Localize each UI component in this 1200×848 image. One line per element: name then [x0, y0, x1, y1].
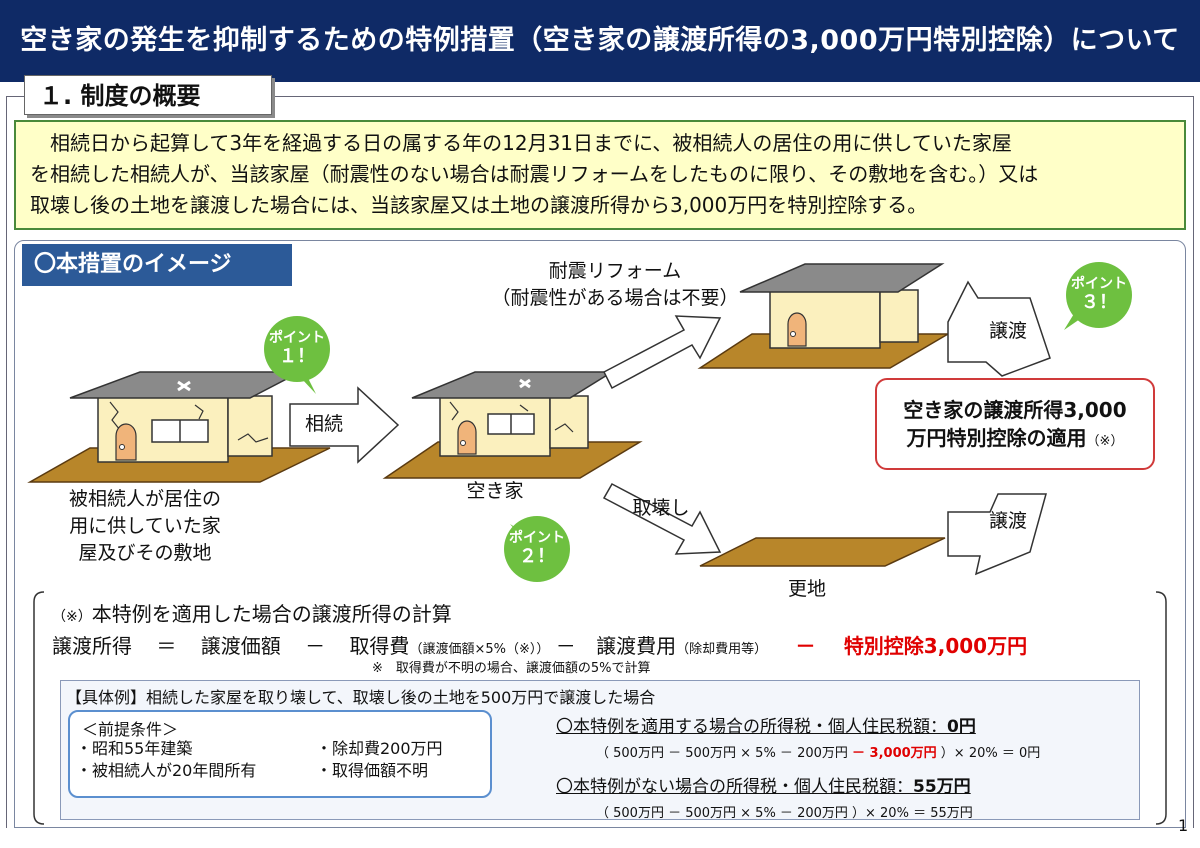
vacant-land-label: 更地	[787, 578, 826, 600]
image-section-heading: 〇本措置のイメージ	[22, 244, 292, 286]
page-number: 1	[1178, 816, 1189, 835]
summary-line-3: 取壊し後の土地を譲渡した場合には、当該家屋又は土地の譲渡所得から3,000万円を…	[30, 193, 928, 217]
badge-number: ３！	[1081, 292, 1117, 313]
premise-box	[68, 710, 492, 798]
premise-title: ＜前提条件＞	[82, 720, 179, 739]
calculation-title: （※）本特例を適用した場合の譲渡所得の計算	[52, 602, 452, 626]
with-special-case-calc: （ 500万円 － 500万円 × 5% － 200万円 － 3,000万円 ）…	[596, 746, 1041, 761]
arrow-inherit-label: 相続	[304, 413, 343, 435]
summary-box: 相続日から起算して3年を経過する日の属する年の12月31日までに、被相続人の居住…	[14, 120, 1186, 230]
without-special-case-title: 〇本特例がない場合の所得税・個人住民税額：55万円	[556, 777, 971, 797]
with-special-case-amount: 0円	[947, 717, 976, 737]
term-acquisition-cost: 取得費	[349, 634, 410, 658]
premise-left-list: ・昭和55年建築 ・被相続人が20年間所有	[76, 738, 256, 782]
minus-sign: －	[305, 634, 326, 658]
house1-roof-x	[177, 380, 191, 392]
minus-sign: －	[555, 634, 576, 658]
without-special-case-amount: 55万円	[913, 777, 971, 797]
house3-roof	[739, 263, 945, 293]
house2-roof-x	[519, 378, 531, 389]
with-special-case-title: 〇本特例を適用する場合の所得税・個人住民税額：0円	[556, 717, 976, 737]
summary-line-2: を相続した相続人が、当該家屋（耐震性のない場合は耐震リフォームをしたものに限り、…	[30, 162, 1039, 186]
badge-text: ポイント	[1071, 276, 1127, 292]
inherited-house-icon	[27, 371, 331, 483]
transfer-arrow-bottom	[947, 493, 1047, 576]
vacant-house-icon	[382, 371, 643, 479]
house3-door	[787, 312, 807, 347]
result-note: （※）	[1086, 434, 1124, 449]
house1-crack	[109, 401, 269, 443]
point-badge-1: ポイント １！	[264, 316, 330, 382]
premise-item: ・昭和55年建築	[76, 739, 193, 758]
transfer-expense-note: （除却費用等）	[676, 642, 768, 657]
house1-wall-side	[227, 395, 273, 457]
house1-label-line: 屋及びその敷地	[78, 542, 212, 564]
term-transfer-price: 譲渡価額	[200, 634, 281, 658]
reformed-house-icon	[697, 263, 951, 369]
reform-label: 耐震リフォーム （耐震性がある場合は不要）	[470, 258, 760, 312]
premise-item: ・除却費200万円	[316, 739, 443, 758]
transfer-bottom-label: 譲渡	[988, 510, 1027, 532]
summary-line-1: 相続日から起算して3年を経過する日の属する年の12月31日までに、被相続人の居住…	[50, 131, 1012, 155]
point-badge-2: ポイント ２！	[504, 516, 570, 582]
section-frame-right	[1193, 96, 1194, 828]
without-special-case-calc: （ 500万円 － 500万円 × 5% － 200万円 ）× 20% ＝ 55…	[596, 806, 973, 821]
house2-wall-side	[549, 395, 589, 449]
calculation-footnote: ※ 取得費が不明の場合、譲渡価額の5%で計算	[372, 661, 651, 676]
calculation-formula: 譲渡所得 ＝ 譲渡価額 － 取得費（譲渡価額×5%（※）） － 譲渡費用（除却費…	[52, 630, 1027, 659]
acquisition-cost-note: （譲渡価額×5%（※））	[409, 642, 550, 657]
badge-text: ポイント	[509, 530, 565, 546]
special-deduction-amount: － 3,000万円	[852, 746, 937, 761]
house2-label: 空き家	[466, 480, 524, 502]
section-heading: １. 制度の概要	[24, 75, 272, 115]
reform-label-line: 耐震リフォーム	[548, 260, 682, 282]
reform-label-line: （耐震性がある場合は不要）	[491, 287, 739, 309]
transfer-arrow-top	[947, 280, 1051, 377]
house1-door	[115, 423, 137, 461]
demolish-arrow	[602, 482, 722, 555]
house1-label-line: 用に供していた家	[69, 515, 221, 537]
image-panel	[14, 240, 1186, 828]
premise-item: ・取得価額不明	[316, 761, 429, 780]
term-transfer-income: 譲渡所得	[52, 634, 132, 658]
house1-label: 被相続人が居住の 用に供していた家 屋及びその敷地	[30, 486, 260, 567]
badge-number: １！	[279, 346, 315, 367]
house1-label-line: 被相続人が居住の	[68, 488, 221, 510]
equals-sign: ＝	[156, 634, 177, 658]
point-badge-3: ポイント ３！	[1066, 262, 1132, 328]
badge-number: ２！	[519, 546, 555, 567]
page-title: 空き家の発生を抑制するための特例措置（空き家の譲渡所得の3,000万円特別控除）…	[0, 0, 1200, 82]
vacant-land	[699, 537, 946, 567]
transfer-top-label: 譲渡	[988, 320, 1027, 342]
house2-crack	[449, 401, 574, 433]
calculation-title-prefix: （※）	[52, 609, 92, 625]
inherit-arrow	[289, 386, 400, 464]
badge-text: ポイント	[269, 330, 325, 346]
section-frame-top	[6, 96, 1194, 97]
special-deduction-result: 空き家の譲渡所得3,000 万円特別控除の適用（※）	[875, 378, 1155, 470]
premise-right-list: ・除却費200万円 ・取得価額不明	[316, 738, 443, 782]
premise-item: ・被相続人が20年間所有	[76, 761, 257, 780]
reform-arrow	[603, 315, 722, 390]
example-heading: 【具体例】相続した家屋を取り壊して、取壊し後の土地を500万円で譲渡した場合	[66, 688, 656, 707]
section-frame-left	[6, 96, 7, 828]
arrow-demolish-label: 取壊し	[632, 497, 690, 519]
result-line-1: 空き家の譲渡所得3,000	[903, 398, 1127, 422]
result-line-2: 万円特別控除の適用（※）	[906, 426, 1124, 450]
term-transfer-expense: 譲渡費用	[596, 634, 677, 658]
minus-sign-red: －	[795, 634, 816, 658]
term-special-deduction: 特別控除3,000万円	[843, 634, 1028, 658]
